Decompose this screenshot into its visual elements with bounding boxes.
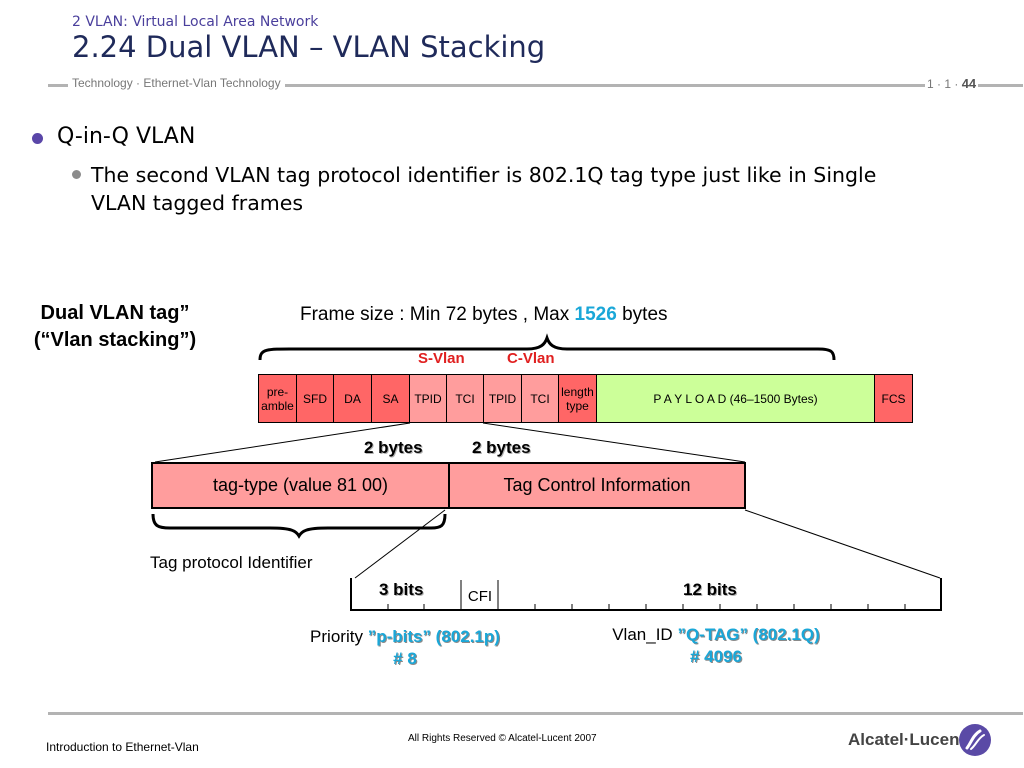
- bytes-label-tci: 2 bytes: [472, 438, 531, 457]
- vlan-word: Vlan_ID: [612, 625, 673, 644]
- bytes-label-tpid: 2 bytes: [364, 438, 423, 457]
- frame-size-suffix: bytes: [622, 304, 668, 325]
- dual-label-line2: (“Vlan stacking”): [33, 329, 197, 351]
- page-number: 44: [961, 76, 977, 91]
- frame-field-tci-inner: TCI: [521, 374, 559, 423]
- alcatel-lucent-logo-icon: [959, 724, 991, 756]
- section-subtitle: 2 VLAN: Virtual Local Area Network: [72, 14, 319, 30]
- frame-field-payload: P A Y L O A D (46–1500 Bytes): [596, 374, 875, 423]
- frame-brace: [258, 333, 836, 361]
- cfi-label: CFI: [467, 588, 493, 605]
- frame-field-tpid-outer: TPID: [409, 374, 447, 423]
- priority-label: Priority ”p-bits” (802.1p) # 8: [280, 626, 530, 670]
- frame-field-sfd: SFD: [296, 374, 334, 423]
- bits-3-label: 3 bits: [379, 580, 424, 599]
- company-logo-text: Alcatel·Lucent: [848, 730, 966, 749]
- frame-field-fcs: FCS: [874, 374, 913, 423]
- frame-size-prefix: Frame size : Min 72 bytes , Max: [300, 304, 570, 325]
- vlan-tag: ”Q-TAG” (802.1Q): [677, 625, 820, 644]
- vlan-count: # 4096: [690, 647, 742, 666]
- priority-tag: ”p-bits” (802.1p): [367, 627, 500, 646]
- zoom-line-left: [154, 422, 411, 463]
- frame-size-label: Frame size : Min 72 bytes , Max 1526 byt…: [300, 304, 668, 326]
- tpid-caption: Tag protocol Identifier: [150, 553, 313, 572]
- vlan-id-label: Vlan_ID ”Q-TAG” (802.1Q) # 4096: [585, 624, 847, 668]
- priority-word: Priority: [310, 627, 363, 646]
- bits-12-label: 12 bits: [683, 580, 737, 599]
- bit-ruler: [350, 578, 942, 611]
- dual-vlan-label: Dual VLAN tag” (“Vlan stacking”): [5, 300, 225, 354]
- dual-label-line1: Dual VLAN tag”: [40, 302, 190, 324]
- c-vlan-label: C-Vlan: [507, 350, 555, 367]
- footer-course-title: Introduction to Ethernet-Vlan: [46, 740, 199, 754]
- priority-count: # 8: [393, 649, 417, 668]
- tci-zoom-left: [354, 509, 446, 579]
- bullet-level2: The second VLAN tag protocol identifier …: [91, 163, 877, 215]
- page-indicator: 1 · 1 · 44: [925, 76, 979, 91]
- sub-bullet-dot-icon: [72, 170, 81, 179]
- tag-control-box: Tag Control Information: [448, 462, 746, 509]
- breadcrumb: Technology · Ethernet-Vlan Technology: [68, 76, 285, 90]
- header-divider: [48, 84, 1023, 87]
- footer-copyright: All Rights Reserved © Alcatel-Lucent 200…: [408, 733, 597, 744]
- tag-type-box: tag-type (value 81 00): [151, 462, 450, 509]
- frame-field-da: DA: [333, 374, 372, 423]
- frame-field-tci-outer: TCI: [446, 374, 484, 423]
- frame-field-tpid-inner: TPID: [483, 374, 522, 423]
- page-title: 2.24 Dual VLAN – VLAN Stacking: [72, 30, 546, 64]
- page-prefix: 1 · 1 ·: [927, 77, 959, 91]
- frame-field-length-type: length type: [558, 374, 597, 423]
- frame-field-preamble: pre-amble: [258, 374, 297, 423]
- bullet-dot-icon: [32, 133, 43, 144]
- tci-zoom-right: [744, 509, 941, 579]
- bullet-level1: Q-in-Q VLAN: [57, 124, 196, 149]
- zoom-line-right: [482, 422, 746, 463]
- s-vlan-label: S-Vlan: [418, 350, 465, 367]
- tpid-brace: [151, 513, 447, 539]
- frame-field-sa: SA: [371, 374, 410, 423]
- frame-size-max: 1526: [574, 304, 617, 325]
- footer-divider: [48, 712, 1023, 715]
